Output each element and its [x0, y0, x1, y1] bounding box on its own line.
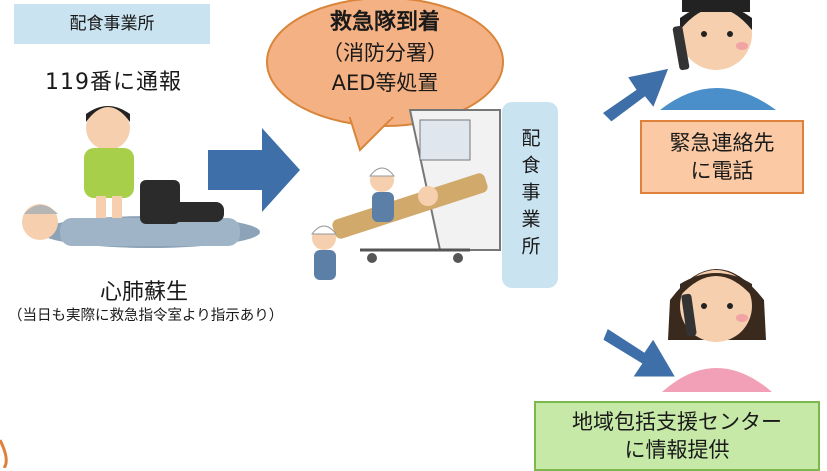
- ambulance-illustration: [310, 109, 501, 280]
- bubble-line-2: （消防分署）: [322, 41, 448, 65]
- flow-arrow-main: [208, 128, 300, 212]
- cpr-label: 心肺蘇生: [100, 280, 189, 305]
- bubble-line-1: 救急隊到着: [329, 10, 440, 35]
- speech-bubble: [266, 0, 504, 152]
- emergency-contact-line-1: 緊急連絡先: [669, 131, 775, 155]
- office-vertical-label: 配食事業所: [502, 102, 558, 288]
- emergency-contact-box: 緊急連絡先 に電話: [640, 120, 804, 194]
- bubble-line-3: AED等処置: [331, 71, 439, 95]
- flow-arrow-to-contact: [603, 68, 669, 122]
- person-phone-male: [660, 0, 776, 110]
- dispatch-note: （当日も実際に救急指令室より指示あり）: [8, 308, 284, 324]
- support-center-line-2: に情報提供: [624, 438, 730, 462]
- support-center-box: 地域包括支援センター に情報提供: [534, 401, 820, 471]
- support-center-line-1: 地域包括支援センター: [572, 410, 782, 434]
- emergency-contact-line-2: に電話: [690, 159, 754, 183]
- ambulance-arrival-text: 救急隊到着 （消防分署） AED等処置: [290, 8, 480, 98]
- office-tag: 配食事業所: [14, 4, 210, 44]
- call-119-label: 119番に通報: [45, 70, 182, 95]
- person-phone-female: [662, 269, 772, 392]
- cpr-illustration: [22, 106, 260, 248]
- flow-arrow-to-center: [603, 328, 675, 377]
- corner-accent: [0, 439, 8, 468]
